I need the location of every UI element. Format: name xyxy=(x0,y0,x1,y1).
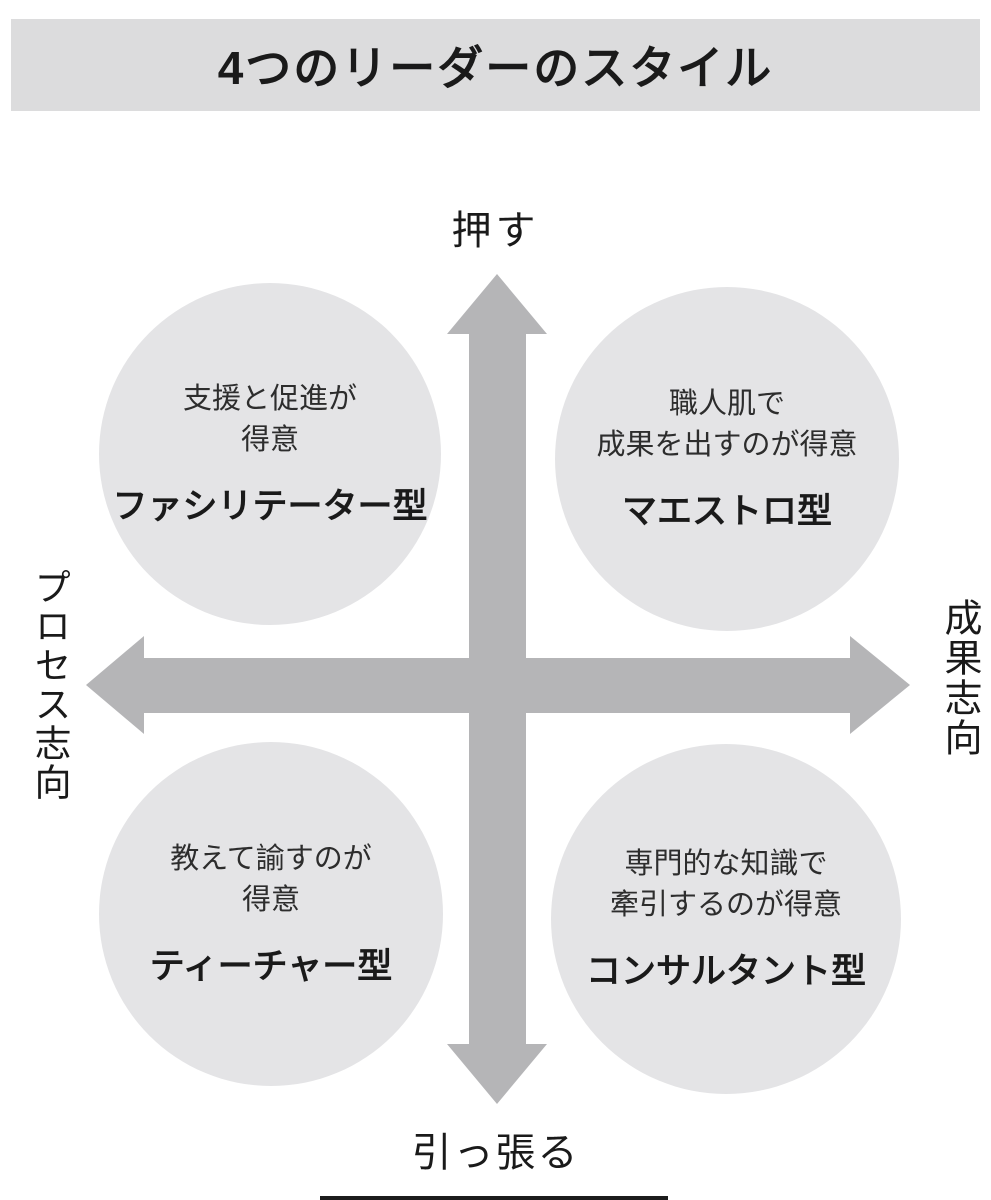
quadrant-type-name: マエストロ型 xyxy=(621,491,832,531)
quadrant-desc-line: 職人肌で xyxy=(668,388,785,421)
axis-label-push: 押す xyxy=(451,209,540,253)
axis-label-process-oriented: プロセス志向 xyxy=(29,568,70,802)
arrow-up-icon xyxy=(447,274,547,334)
quadrant-desc-line: 成果を出すのが得意 xyxy=(596,429,858,461)
quadrant-description: 専門的な知識で 牽引するのが得意 xyxy=(610,844,842,925)
arrow-right-icon xyxy=(850,636,910,734)
quadrant-type-name: ファシリテーター型 xyxy=(112,486,428,526)
horizontal-axis-line xyxy=(140,658,850,713)
arrow-down-icon xyxy=(447,1044,547,1104)
axis-label-result-oriented: 成果志向 xyxy=(938,598,980,758)
quadrant-maestro: 職人肌で 成果を出すのが得意 マエストロ型 xyxy=(555,287,899,631)
quadrant-description: 職人肌で 成果を出すのが得意 xyxy=(596,384,857,465)
page-title: 4つのリーダーのスタイル xyxy=(217,42,774,94)
bottom-edge-mark xyxy=(320,1196,668,1200)
arrow-left-icon xyxy=(86,636,144,734)
quadrant-type-name: コンサルタント型 xyxy=(585,951,866,991)
quadrant-desc-line: 得意 xyxy=(240,424,299,456)
quadrant-desc-line: 支援と促進が xyxy=(182,383,357,416)
quadrant-consultant: 専門的な知識で 牽引するのが得意 コンサルタント型 xyxy=(551,744,901,1094)
quadrant-teacher: 教えて諭すのが 得意 ティーチャー型 xyxy=(99,742,443,1086)
quadrant-desc-line: 得意 xyxy=(241,884,300,916)
quadrant-facilitator: 支援と促進が 得意 ファシリテーター型 xyxy=(99,283,441,625)
axis-label-pull: 引っ張る xyxy=(411,1131,580,1175)
quadrant-type-name: ティーチャー型 xyxy=(149,946,393,986)
quadrant-description: 教えて諭すのが 得意 xyxy=(170,839,372,920)
quadrant-desc-line: 専門的な知識で xyxy=(624,848,828,881)
quadrant-desc-line: 教えて諭すのが xyxy=(170,843,372,876)
quadrant-description: 支援と促進が 得意 xyxy=(183,379,357,460)
title-banner: 4つのリーダーのスタイル xyxy=(11,19,980,111)
quadrant-desc-line: 牽引するのが得意 xyxy=(609,889,842,921)
